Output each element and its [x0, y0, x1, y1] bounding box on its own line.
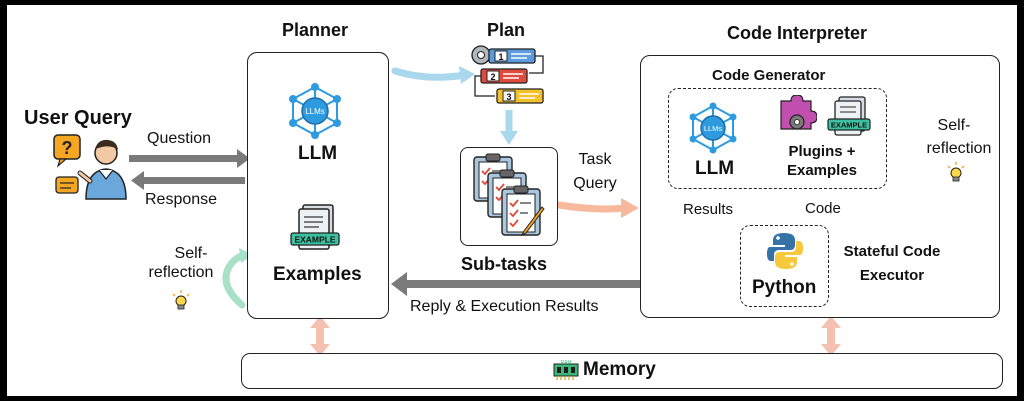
results-label: Results [683, 201, 734, 218]
code-label: Code [805, 200, 841, 217]
svg-text:?: ? [62, 138, 73, 158]
cg-llm-network-icon: LLMs [689, 102, 737, 154]
code-generator-box [668, 88, 887, 189]
user-query-icon: ? [53, 134, 127, 200]
plan-step-3: 3 [506, 92, 511, 102]
planner-title: Planner [282, 20, 349, 40]
planner-self-reflection-arrow [222, 251, 249, 309]
lightbulb-icon [172, 290, 190, 310]
planner-to-plan-arrow [391, 67, 469, 81]
interpreter-memory-double-arrow [821, 316, 841, 356]
question-label: Question [147, 130, 212, 147]
cg-self-reflection-line2: reflection [926, 140, 992, 157]
planner-self-reflection-line2: reflection [148, 264, 214, 281]
memory-label: Memory [583, 359, 656, 380]
example-badge-text: EXAMPLE [294, 235, 335, 245]
task-query-line1: Task [578, 151, 612, 168]
response-label: Response [145, 191, 218, 208]
question-arrow [129, 149, 250, 168]
cg-self-reflection-line1: Self- [937, 117, 971, 134]
cg-lightbulb-icon [947, 162, 965, 182]
code-interpreter-box [640, 55, 1000, 318]
planner-self-reflection-line1: Self- [174, 245, 208, 262]
plan-step-1: 1 [498, 52, 503, 62]
reply-execution-label: Reply & Execution Results [410, 298, 599, 315]
ram-chip-icon: RAM [553, 360, 579, 380]
reply-execution-arrow [391, 272, 640, 296]
cg-llm-label: LLM [695, 158, 735, 179]
planner-memory-double-arrow [310, 316, 330, 356]
python-label: Python [752, 277, 817, 298]
cg-llms-badge-text: LLMs [704, 124, 723, 133]
code-generator-title: Code Generator [712, 67, 826, 84]
user-query-title: User Query [24, 107, 132, 129]
task-query-line2: Query [573, 175, 617, 192]
plan-title: Plan [487, 20, 526, 40]
llm-network-icon: LLMs [289, 83, 341, 139]
diagram-canvas: Planner Plan Code Interpreter User Query… [7, 5, 1017, 396]
subtasks-label: Sub-tasks [461, 254, 548, 274]
python-executor-box [740, 225, 829, 307]
stateful-executor-line2: Executor [859, 267, 925, 284]
planner-llm-label: LLM [298, 143, 338, 164]
puzzle-gear-icon [780, 95, 817, 130]
planner-examples-label: Examples [273, 264, 362, 285]
stateful-executor-line1: Stateful Code [843, 243, 941, 260]
task-query-arrow [555, 201, 629, 213]
plugins-examples-line2: Examples [786, 162, 858, 179]
plan-step-2: 2 [490, 72, 495, 82]
plugins-examples-line1: Plugins + [788, 143, 856, 160]
plan-steps-icon: 1 2 3 [471, 45, 544, 104]
code-interpreter-title: Code Interpreter [727, 23, 868, 43]
checklist-clipboards-icon [473, 153, 545, 237]
memory-bar [241, 353, 1003, 389]
cg-example-badge-text: EXAMPLE [831, 121, 867, 130]
planner-box [247, 52, 389, 319]
response-arrow [131, 171, 245, 190]
python-logo-icon [767, 233, 803, 269]
cg-example-document-icon: EXAMPLE [827, 96, 871, 136]
llms-badge-text: LLMs [305, 107, 325, 116]
example-document-icon: EXAMPLE [290, 204, 340, 250]
ram-badge-text: RAM [560, 360, 571, 366]
